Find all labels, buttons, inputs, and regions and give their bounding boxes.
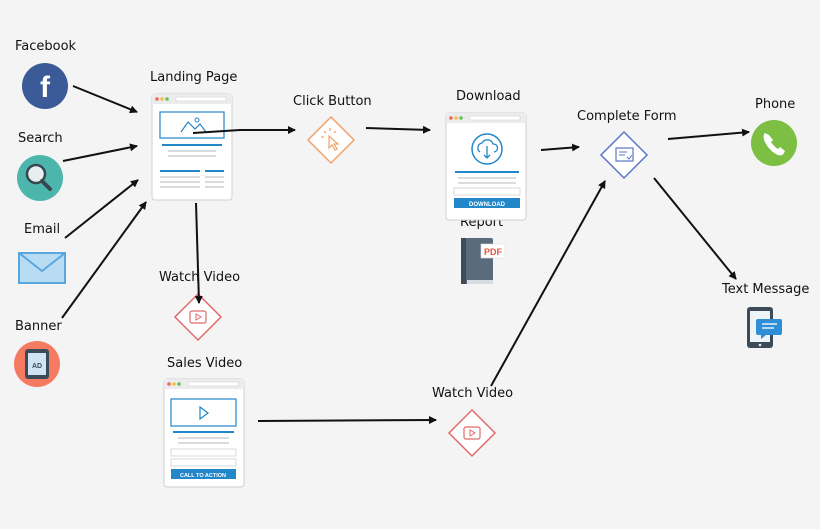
landing-page-icon: [151, 93, 233, 201]
sales-video-page-icon: CALL TO ACTION: [163, 378, 245, 488]
label-facebook: Facebook: [15, 39, 77, 54]
arrow-form-to-text: [653, 177, 737, 280]
download-page-icon: DOWNLOAD: [445, 112, 527, 221]
svg-text:AD: AD: [32, 363, 42, 370]
label-complete-form: Complete Form: [577, 109, 677, 124]
arrow-form-to-phone: [667, 128, 750, 140]
label-watch-video-1: Watch Video: [159, 270, 241, 285]
arrow-banner-to-landing: [61, 201, 147, 319]
label-click-button: Click Button: [293, 94, 372, 109]
click-cursor-icon: [306, 115, 356, 165]
svg-text:CALL TO ACTION: CALL TO ACTION: [180, 473, 226, 479]
arrow-sales-to-video: [257, 416, 437, 425]
facebook-icon: f: [22, 63, 68, 109]
arrow-facebook-to-landing: [72, 85, 138, 114]
label-text-message: Text Message: [722, 282, 810, 297]
label-landing-page: Landing Page: [150, 70, 238, 85]
envelope-icon: [18, 252, 66, 284]
label-download: Download: [456, 89, 521, 104]
arrow-email-to-landing: [64, 179, 139, 239]
svg-text:f: f: [40, 71, 51, 104]
svg-text:DOWNLOAD: DOWNLOAD: [469, 202, 506, 208]
arrow-landing-to-click: [192, 126, 296, 134]
label-sales-video: Sales Video: [167, 356, 243, 371]
search-icon: [17, 155, 63, 201]
arrow-landing-to-video: [194, 202, 203, 304]
video-play-icon: [173, 292, 223, 342]
label-watch-video-2: Watch Video: [432, 386, 514, 401]
video-play-icon: [447, 408, 497, 458]
label-banner: Banner: [15, 319, 62, 334]
banner-ad-icon: AD: [14, 341, 60, 387]
phone-icon: [751, 120, 797, 166]
label-search: Search: [18, 131, 63, 146]
flow-arrows: [61, 85, 750, 425]
arrow-search-to-landing: [62, 143, 138, 162]
svg-text:PDF: PDF: [484, 247, 503, 257]
arrow-video-to-form: [490, 180, 606, 387]
pdf-report-icon: PDF: [461, 238, 506, 284]
text-message-icon: [747, 307, 782, 348]
arrow-download-to-form: [540, 143, 580, 152]
label-email: Email: [24, 222, 61, 237]
form-icon: [599, 130, 649, 180]
label-phone: Phone: [755, 97, 796, 112]
arrow-click-to-download: [365, 125, 431, 134]
